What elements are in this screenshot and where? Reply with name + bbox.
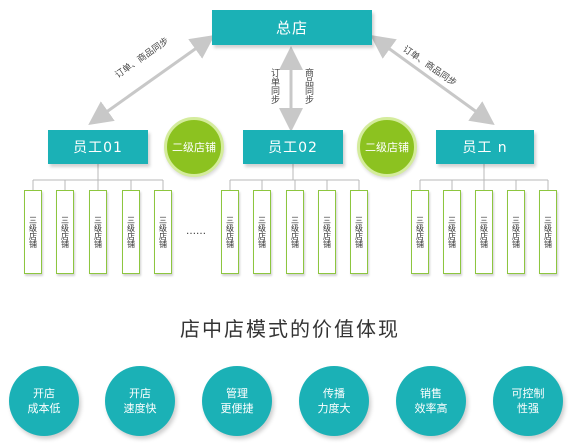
third-level-label: 三级店铺 — [415, 216, 425, 248]
third-level-store: 三级店铺 — [221, 190, 239, 274]
staff-label-01: 员工01 — [73, 140, 123, 156]
sync-arrow-left — [88, 35, 215, 125]
second-level-store-2: 二级店铺 — [357, 117, 417, 177]
value-bubble-3: 管理 更便捷 — [202, 366, 272, 436]
value-bubble-1: 开店 成本低 — [9, 366, 79, 436]
staff-label-n: 员工 n — [462, 140, 508, 156]
ellipsis: …… — [186, 226, 206, 237]
second-level-label-2: 二级店铺 — [365, 141, 409, 154]
third-level-store: 三级店铺 — [507, 190, 525, 274]
third-level-store: 三级店铺 — [475, 190, 493, 274]
third-level-store: 三级店铺 — [122, 190, 140, 274]
third-level-label: 三级店铺 — [354, 216, 364, 248]
second-level-store-1: 二级店铺 — [164, 117, 224, 177]
third-level-store: 三级店铺 — [154, 190, 172, 274]
sync-label-center-a: 订单同步 — [269, 68, 279, 104]
section-title: 店中店模式的价值体现 — [180, 317, 400, 341]
third-level-store: 三级店铺 — [286, 190, 304, 274]
third-level-store: 三级店铺 — [411, 190, 429, 274]
staff-label-02: 员工02 — [268, 140, 318, 156]
third-level-label: 三级店铺 — [225, 216, 235, 248]
staff-box-01: 员工01 — [48, 130, 148, 164]
sync-label-center-b: 商品同步 — [303, 68, 313, 104]
third-level-label: 三级店铺 — [543, 216, 553, 248]
value-bubble-6: 可控制 性强 — [493, 366, 563, 436]
value-bubble-2: 开店 速度快 — [105, 366, 175, 436]
third-level-store: 三级店铺 — [24, 190, 42, 274]
third-level-store: 三级店铺 — [539, 190, 557, 274]
third-level-store: 三级店铺 — [56, 190, 74, 274]
value-bubble-4: 传播 力度大 — [299, 366, 369, 436]
third-level-label: 三级店铺 — [290, 216, 300, 248]
tree-connector-group-3 — [419, 164, 549, 190]
third-level-label: 三级店铺 — [158, 216, 168, 248]
third-level-label: 三级店铺 — [511, 216, 521, 248]
third-level-store: 三级店铺 — [89, 190, 107, 274]
third-level-label: 三级店铺 — [479, 216, 489, 248]
head-store-box: 总店 — [212, 10, 372, 45]
tree-connector-group-1 — [32, 164, 164, 190]
third-level-label: 三级店铺 — [257, 216, 267, 248]
third-level-store: 三级店铺 — [443, 190, 461, 274]
third-level-store: 三级店铺 — [318, 190, 336, 274]
third-level-store: 三级店铺 — [350, 190, 368, 274]
third-level-label: 三级店铺 — [28, 216, 38, 248]
sync-arrow-right — [370, 34, 495, 126]
tree-connector-group-2 — [229, 164, 360, 190]
third-level-label: 三级店铺 — [60, 216, 70, 248]
value-bubble-5: 销售 效率高 — [396, 366, 466, 436]
third-level-label: 三级店铺 — [322, 216, 332, 248]
staff-box-02: 员工02 — [243, 130, 343, 164]
staff-box-n: 员工 n — [436, 130, 534, 164]
second-level-label-1: 二级店铺 — [172, 141, 216, 154]
third-level-label: 三级店铺 — [447, 216, 457, 248]
head-store-label: 总店 — [275, 19, 308, 37]
third-level-store: 三级店铺 — [253, 190, 271, 274]
third-level-label: 三级店铺 — [93, 216, 103, 248]
third-level-label: 三级店铺 — [126, 216, 136, 248]
